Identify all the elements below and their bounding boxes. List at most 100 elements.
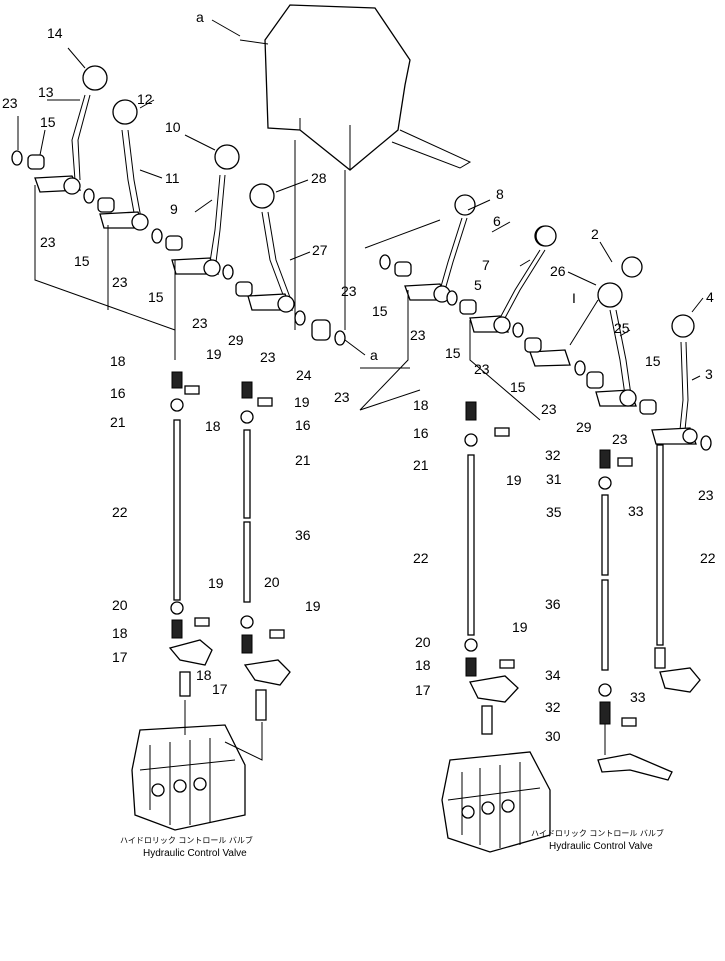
guide-lines-right — [359, 219, 541, 421]
callout-6: 6 — [493, 213, 501, 229]
callout-18d: 18 — [196, 667, 212, 683]
callout-15b: 15 — [74, 253, 90, 269]
callout-23l: 23 — [698, 487, 714, 503]
callout-20b: 20 — [112, 597, 128, 613]
marker-a-top: a — [196, 9, 204, 25]
callout-9: 9 — [170, 201, 178, 217]
callout-33b: 33 — [630, 689, 646, 705]
callout-15f: 15 — [510, 379, 526, 395]
callout-36b: 36 — [545, 596, 561, 612]
leader-lines — [17, 19, 704, 381]
callout-15e: 15 — [445, 345, 461, 361]
callout-22b: 22 — [413, 550, 429, 566]
callout-23: 23 — [2, 95, 18, 111]
callout-14: 14 — [47, 25, 63, 41]
callout-20: 20 — [264, 574, 280, 590]
callout-7: 7 — [482, 257, 490, 273]
callout-16c: 16 — [413, 425, 429, 441]
callout-34: 34 — [545, 667, 561, 683]
rod-36-right — [597, 449, 673, 781]
callout-23e: 23 — [260, 349, 276, 365]
callout-19c: 19 — [208, 575, 224, 591]
callout-23j: 23 — [541, 401, 557, 417]
valve-left-jp: ハイドロリック コントロール バルブ — [120, 835, 253, 845]
washers-left — [11, 150, 346, 346]
callout-29b: 29 — [576, 419, 592, 435]
callout-labels: 14 13 12 10 23 15 11 9 2 8 27 23 15 23 15… — [2, 25, 716, 744]
callout-12: 12 — [137, 91, 153, 107]
callout-5: 5 — [474, 277, 482, 293]
callout-22: 22 — [112, 504, 128, 520]
callout-29: 29 — [228, 332, 244, 348]
callout-26: 26 — [550, 263, 566, 279]
callout-17b: 17 — [212, 681, 228, 697]
callout-21: 21 — [110, 414, 126, 430]
callout-17: 17 — [112, 649, 128, 665]
marker-a-mid: a — [370, 347, 378, 363]
callout-17c: 17 — [415, 682, 431, 698]
console-housing — [239, 4, 472, 330]
callout-19f: 19 — [512, 619, 528, 635]
valve-caption-left: ハイドロリック コントロール バルブ Hydraulic Control Val… — [120, 835, 253, 859]
callout-31: 31 — [546, 471, 562, 487]
callout-2: 2 — [591, 226, 599, 242]
callout-18b: 18 — [205, 418, 221, 434]
callout-32: 32 — [545, 447, 561, 463]
callout-23i: 23 — [474, 361, 490, 377]
callout-18c: 18 — [112, 625, 128, 641]
guide-lines-left — [34, 185, 176, 360]
callout-27: 27 — [312, 242, 328, 258]
callout-23g: 23 — [341, 283, 357, 299]
callout-19b: 19 — [294, 394, 310, 410]
lever-13 — [34, 65, 108, 195]
rod-22-left — [168, 371, 213, 697]
lever-11 — [99, 99, 149, 231]
callout-20c: 20 — [415, 634, 431, 650]
lever-25 — [529, 282, 637, 407]
callout-11: 11 — [165, 170, 180, 186]
callout-15d: 15 — [372, 303, 388, 319]
callout-18f: 18 — [415, 657, 431, 673]
lever-27 — [247, 183, 295, 313]
callout-15g: 15 — [645, 353, 661, 369]
callout-24: 24 — [296, 367, 312, 383]
callout-16b: 16 — [295, 417, 311, 433]
callout-35: 35 — [546, 504, 562, 520]
callout-22c: 22 — [700, 550, 716, 566]
hydraulic-valve-left — [131, 700, 263, 831]
callout-23c: 23 — [112, 274, 128, 290]
valve-left-en: Hydraulic Control Valve — [143, 848, 247, 859]
reference-markers: a a I — [196, 9, 576, 363]
callout-13: 13 — [38, 84, 54, 100]
washers-right — [379, 254, 712, 451]
lever-9 — [171, 144, 240, 277]
valve-caption-right: ハイドロリック コントロール バルブ Hydraulic Control Val… — [531, 828, 664, 852]
bolts-left — [184, 385, 285, 639]
callout-33: 33 — [628, 503, 644, 519]
lever-5 — [404, 194, 476, 303]
knobs-right — [535, 225, 643, 278]
rod-22-far-right — [654, 444, 701, 693]
valve-right-en: Hydraulic Control Valve — [549, 841, 653, 852]
callout-23d: 23 — [192, 315, 208, 331]
callout-36: 36 — [295, 527, 311, 543]
callout-10: 10 — [165, 119, 181, 135]
valve-right-jp: ハイドロリック コントロール バルブ — [531, 828, 664, 838]
callout-21c: 21 — [413, 457, 429, 473]
lever-3 — [651, 314, 698, 445]
rod-36-left — [240, 381, 291, 721]
callout-4: 4 — [706, 289, 714, 305]
callout-23f: 23 — [334, 389, 350, 405]
callout-19e: 19 — [506, 472, 522, 488]
bolts-right — [494, 427, 637, 727]
callout-19: 19 — [206, 346, 222, 362]
callout-16: 16 — [110, 385, 126, 401]
callout-8: 8 — [496, 186, 504, 202]
callout-18e: 18 — [413, 397, 429, 413]
callout-30: 30 — [545, 728, 561, 744]
callout-3: 3 — [705, 366, 713, 382]
callout-23h: 23 — [410, 327, 426, 343]
callout-15c: 15 — [148, 289, 164, 305]
callout-19d: 19 — [305, 598, 321, 614]
